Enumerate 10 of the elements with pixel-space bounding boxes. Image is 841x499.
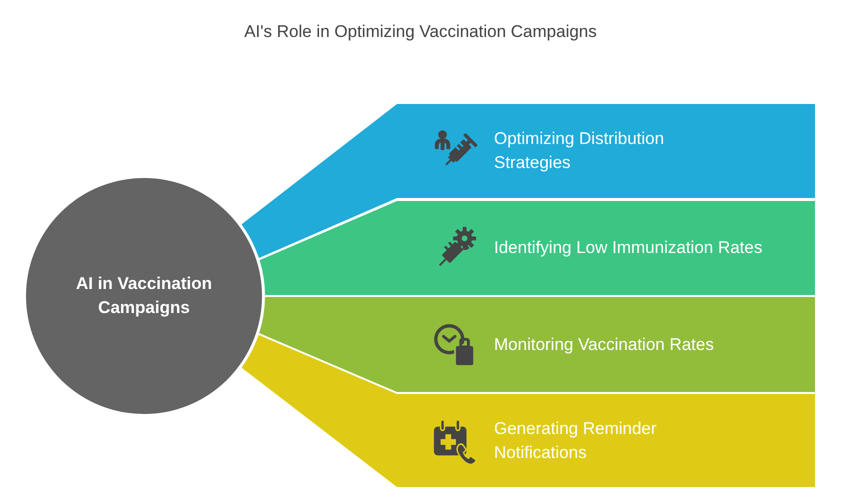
band-segment [241,334,815,487]
band-label: Optimizing Distribution Strategies [494,128,666,174]
band-segment [259,201,815,295]
band-label: Monitoring Vaccination Rates [494,334,715,356]
hub-label: AI in Vaccination Campaigns [74,273,214,319]
band-label: Generating Reminder Notifications [494,418,658,464]
title: AI's Role in Optimizing Vaccination Campaigns [243,21,598,43]
band-segment [259,297,815,392]
band-segment [241,104,815,259]
band-label: Identifying Low Immunization Rates [494,237,764,259]
